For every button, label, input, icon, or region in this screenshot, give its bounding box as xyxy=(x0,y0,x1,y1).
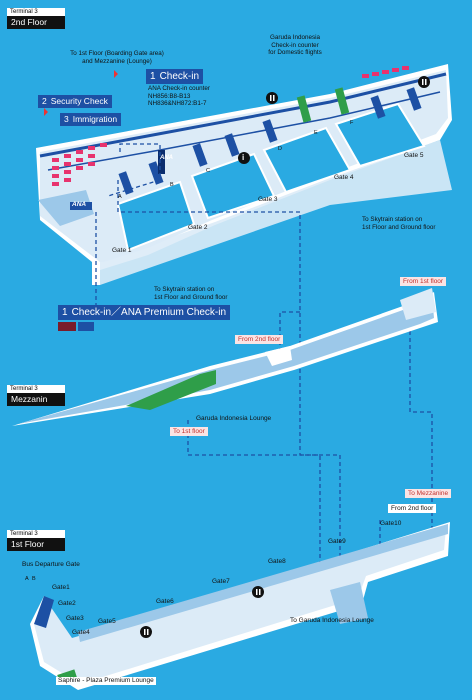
bus-code-b: B xyxy=(32,576,36,582)
gate1-label: Gate1 xyxy=(52,584,70,591)
pointer-arrows xyxy=(44,70,118,116)
toilet-icons xyxy=(140,76,430,638)
zone-c: C xyxy=(206,168,210,174)
info-icon xyxy=(238,152,250,164)
gate-1-label: Gate 1 xyxy=(112,247,132,254)
mezz-to-1st-tag: To 1st floor xyxy=(170,427,208,436)
mezz-from-2nd-tag: From 2nd floor xyxy=(235,335,284,344)
zone-d: D xyxy=(278,146,282,152)
gate2-label: Gate2 xyxy=(58,600,76,607)
zone-e: E xyxy=(314,130,318,136)
floor-label: 2nd Floor xyxy=(7,16,65,29)
premium-badge-red xyxy=(58,322,76,331)
floor2-header: Terminal 3 2nd Floor xyxy=(7,8,65,29)
ana-logo-bg xyxy=(70,202,92,210)
mezz-right-ramp xyxy=(400,288,436,320)
ana-desk xyxy=(158,150,165,174)
gate-cell-1 xyxy=(116,180,196,252)
gate3-label: Gate3 xyxy=(66,615,84,622)
floor-label: 1st Floor xyxy=(7,538,65,551)
zone-f: F xyxy=(350,120,354,126)
floor2-wall-front xyxy=(39,72,447,158)
gate-cell-3 xyxy=(262,126,352,194)
floor1-gates-band xyxy=(78,524,448,642)
garuda-desk-e xyxy=(296,95,312,123)
floor2-wall-inner xyxy=(47,91,441,171)
gate-cell-2 xyxy=(190,152,276,220)
zone-b: B xyxy=(170,182,174,188)
floor1-arm xyxy=(330,582,368,624)
gate-4-label: Gate 4 xyxy=(334,174,354,181)
mezz-header: Terminal 3 Mezzanin xyxy=(7,385,65,406)
to-garuda-lounge-label: To Garuda Indonesia Lounge xyxy=(290,617,374,624)
ana-logo: ANA xyxy=(72,201,87,208)
terminal-label: Terminal 3 xyxy=(7,8,65,16)
floor2-building xyxy=(36,64,452,582)
floor1-hall xyxy=(34,528,446,684)
mezzanine-building xyxy=(12,288,438,426)
floor1-left-stair xyxy=(34,596,54,628)
zone-a: A xyxy=(118,194,122,200)
terminal-label: Terminal 3 xyxy=(7,530,65,538)
gate-2-label: Gate 2 xyxy=(188,224,208,231)
info-icon-label: i xyxy=(242,153,245,162)
garuda-lounge xyxy=(126,370,216,410)
gate9-label: Gate9 xyxy=(328,538,346,545)
floor1-header: Terminal 3 1st Floor xyxy=(7,530,65,551)
floor1-building xyxy=(30,522,450,690)
gate7-label: Gate7 xyxy=(212,578,230,585)
gate-5-label: Gate 5 xyxy=(404,152,424,159)
terminal-label: Terminal 3 xyxy=(7,385,65,393)
premium-badge-blue xyxy=(78,322,94,331)
premium-checkin-area xyxy=(38,190,94,226)
to-1st-floor-note: To 1st Floor (Boarding Gate area)and Mez… xyxy=(70,50,164,65)
mezz-from-1st-tag: From 1st floor xyxy=(400,277,447,286)
gate-3-label: Gate 3 xyxy=(258,196,278,203)
gate5-label: Gate5 xyxy=(98,618,116,625)
bus-gate-label: Bus Departure Gate xyxy=(22,561,80,568)
mezz-stair xyxy=(265,346,292,366)
gate10-label: Gate10 xyxy=(380,520,402,527)
floor1-from-2nd-tag: From 2nd floor xyxy=(388,504,437,513)
security-counters xyxy=(52,66,409,186)
ana-logo-desk: ANA xyxy=(160,155,173,161)
floor-label: Mezzanin xyxy=(7,393,65,406)
garuda-desk-f xyxy=(334,87,350,115)
garuda-lounge-label: Garuda Indonesia Lounge xyxy=(196,415,272,422)
bus-code-a: A xyxy=(25,576,29,582)
gate6-label: Gate6 xyxy=(156,598,174,605)
saphire-lounge-label: Saphire - Plaza Premium Lounge xyxy=(56,677,156,685)
to-mezzanine-tag: To Mezzanine xyxy=(405,489,452,498)
gate8-label: Gate8 xyxy=(268,558,286,565)
gate4-label: Gate4 xyxy=(72,629,90,636)
